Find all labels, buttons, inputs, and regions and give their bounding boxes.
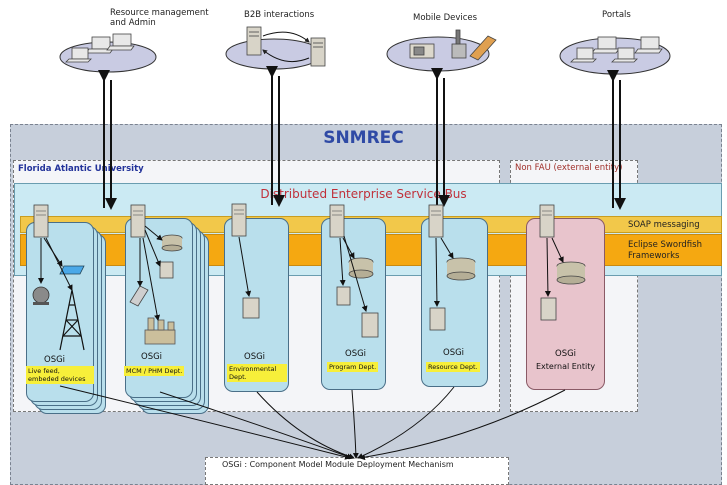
- module-1-arrows: [38, 237, 73, 291]
- osgi-label: OSGi: [141, 352, 163, 362]
- dept-label-program: Program Dept.: [327, 362, 379, 372]
- dept-label-environmental: Environmental Dept.: [227, 364, 287, 382]
- database-icon: [446, 257, 476, 281]
- factory-icon: [144, 317, 176, 345]
- non-fau-region-label: Non FAU (external entity): [515, 163, 623, 173]
- dept-label-external: External Entity: [536, 362, 596, 371]
- osgi-label: OSGi: [443, 348, 465, 358]
- eclipse-swordfish-label: Eclipse Swordfish Frameworks: [628, 240, 702, 261]
- dept-label-live-feed: Live feed, embeded devices: [26, 366, 94, 384]
- laptop-icon: [65, 33, 135, 63]
- dept-label-mcm-phm: MCM / PHM Dept.: [124, 366, 185, 376]
- server-icon: [33, 203, 555, 238]
- osgi-label: OSGi: [44, 355, 66, 365]
- connector-arrows: [98, 66, 626, 210]
- mobile-device-icon: [409, 29, 497, 61]
- module-card-environmental: [224, 218, 289, 392]
- service-bus-label: Distributed Enterprise Service Bus: [260, 187, 467, 201]
- diagram-title: SNMREC: [323, 128, 404, 148]
- database-icon: [161, 234, 183, 252]
- group-label-b2b: B2B interactions: [244, 10, 315, 20]
- server-icon: [540, 297, 557, 321]
- laptop-icon: [570, 36, 663, 63]
- osgi-label: OSGi: [555, 349, 577, 359]
- server-icon: [159, 261, 174, 279]
- module-3-arrow: [238, 236, 252, 297]
- module-card-program: [321, 218, 386, 390]
- database-icon: [556, 261, 586, 285]
- tower-icon: [59, 289, 85, 351]
- module-card-resource: [421, 218, 488, 387]
- server-icon: [242, 297, 260, 319]
- server-icon: [336, 286, 379, 338]
- webcam-icon: [32, 286, 50, 305]
- group-label-portals: Portals: [602, 10, 631, 20]
- module-6-arrows: [544, 237, 564, 297]
- mobile-device-icon: [129, 285, 149, 307]
- dept-label-resource: Resource Dept.: [426, 362, 480, 372]
- osgi-label: OSGi: [244, 352, 266, 362]
- deployment-connectors: [59, 385, 566, 461]
- module-5-arrows: [433, 237, 454, 307]
- module-card-external: [526, 218, 605, 390]
- database-icon: [348, 257, 374, 279]
- server-vents: [36, 209, 552, 216]
- router-icon: [59, 265, 85, 275]
- server-icon: [246, 26, 326, 67]
- module-4-arrows: [339, 235, 368, 312]
- osgi-deployment-label: OSGi : Component Model Module Deployment…: [222, 460, 454, 469]
- module-2-arrows: [137, 225, 163, 321]
- group-label-mobile: Mobile Devices: [413, 13, 478, 23]
- osgi-label: OSGi: [345, 349, 367, 359]
- soap-messaging-label: SOAP messaging: [628, 220, 700, 230]
- fau-region-label: Florida Atlantic University: [18, 164, 144, 174]
- server-icon: [429, 307, 446, 331]
- group-label-admin: Resource management and Admin: [110, 8, 209, 28]
